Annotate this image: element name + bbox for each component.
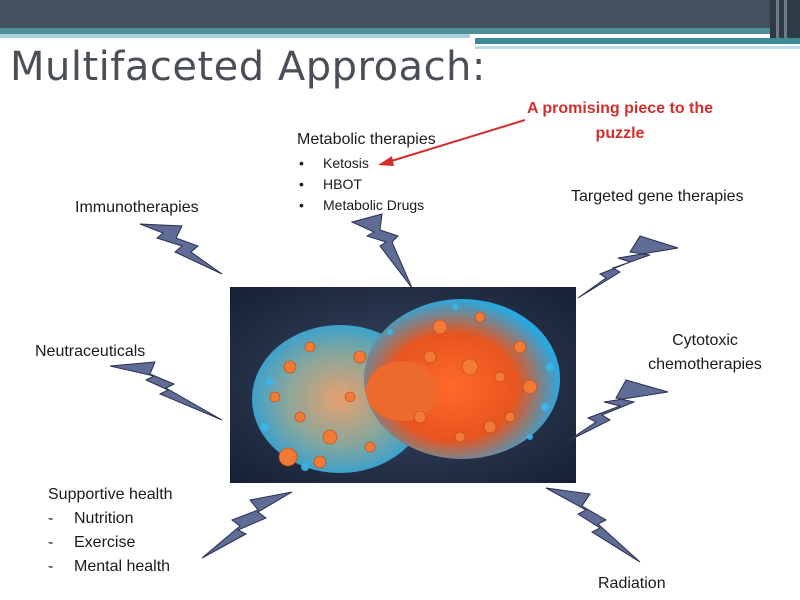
cytotoxic-line-1: Cytotoxic (672, 332, 738, 349)
metabolic-item-drugs: Metabolic Drugs (297, 195, 436, 216)
callout-text: A promising piece to the puzzle (510, 96, 730, 146)
callout-line-1: A promising piece to the (526, 100, 714, 117)
supportive-health-block: Supportive health Nutrition Exercise Men… (48, 485, 173, 579)
lightning-bolt-icon (350, 213, 413, 289)
header-stripe-light (0, 34, 470, 38)
supportive-item-mental-health: Mental health (48, 555, 173, 579)
metabolic-therapies-block: Metabolic therapies Ketosis HBOT Metabol… (297, 130, 436, 216)
header-corner-line1 (776, 0, 779, 38)
metabolic-item-hbot: HBOT (297, 174, 436, 195)
lightning-bolt-icon (545, 487, 641, 563)
immunotherapies-label: Immunotherapies (75, 199, 199, 216)
radiation-label: Radiation (598, 575, 666, 592)
supportive-item-nutrition: Nutrition (48, 507, 173, 531)
slide-title: Multifaceted Approach: (10, 44, 486, 90)
header-stripe-right-light (475, 46, 800, 49)
supportive-health-list: Nutrition Exercise Mental health (48, 507, 173, 579)
header-corner-line2 (784, 0, 787, 38)
header-stripe-teal (0, 28, 770, 34)
supportive-health-heading: Supportive health (48, 486, 173, 503)
neutraceuticals-label: Neutraceuticals (35, 343, 146, 360)
lightning-bolt-icon (201, 491, 293, 559)
lightning-bolt-icon (565, 379, 669, 443)
cytotoxic-chemotherapies-label: Cytotoxic chemotherapies (630, 329, 780, 377)
supportive-item-exercise: Exercise (48, 531, 173, 555)
metabolic-therapies-list: Ketosis HBOT Metabolic Drugs (297, 153, 436, 216)
callout-line-2: puzzle (595, 125, 645, 142)
metabolic-item-ketosis: Ketosis (297, 153, 436, 174)
callout-arrow (387, 119, 526, 163)
lightning-bolt-icon (109, 361, 223, 421)
header-stripe-right (475, 38, 800, 44)
callout-arrow-head (378, 156, 394, 166)
header-bar (0, 0, 800, 28)
lightning-bolt-icon (139, 223, 223, 275)
lightning-bolt-icon (577, 235, 679, 299)
cytotoxic-line-2: chemotherapies (648, 356, 762, 373)
metabolic-therapies-heading: Metabolic therapies (297, 131, 436, 148)
targeted-gene-therapies-label: Targeted gene therapies (571, 188, 744, 205)
cancer-cell-image (230, 287, 576, 483)
